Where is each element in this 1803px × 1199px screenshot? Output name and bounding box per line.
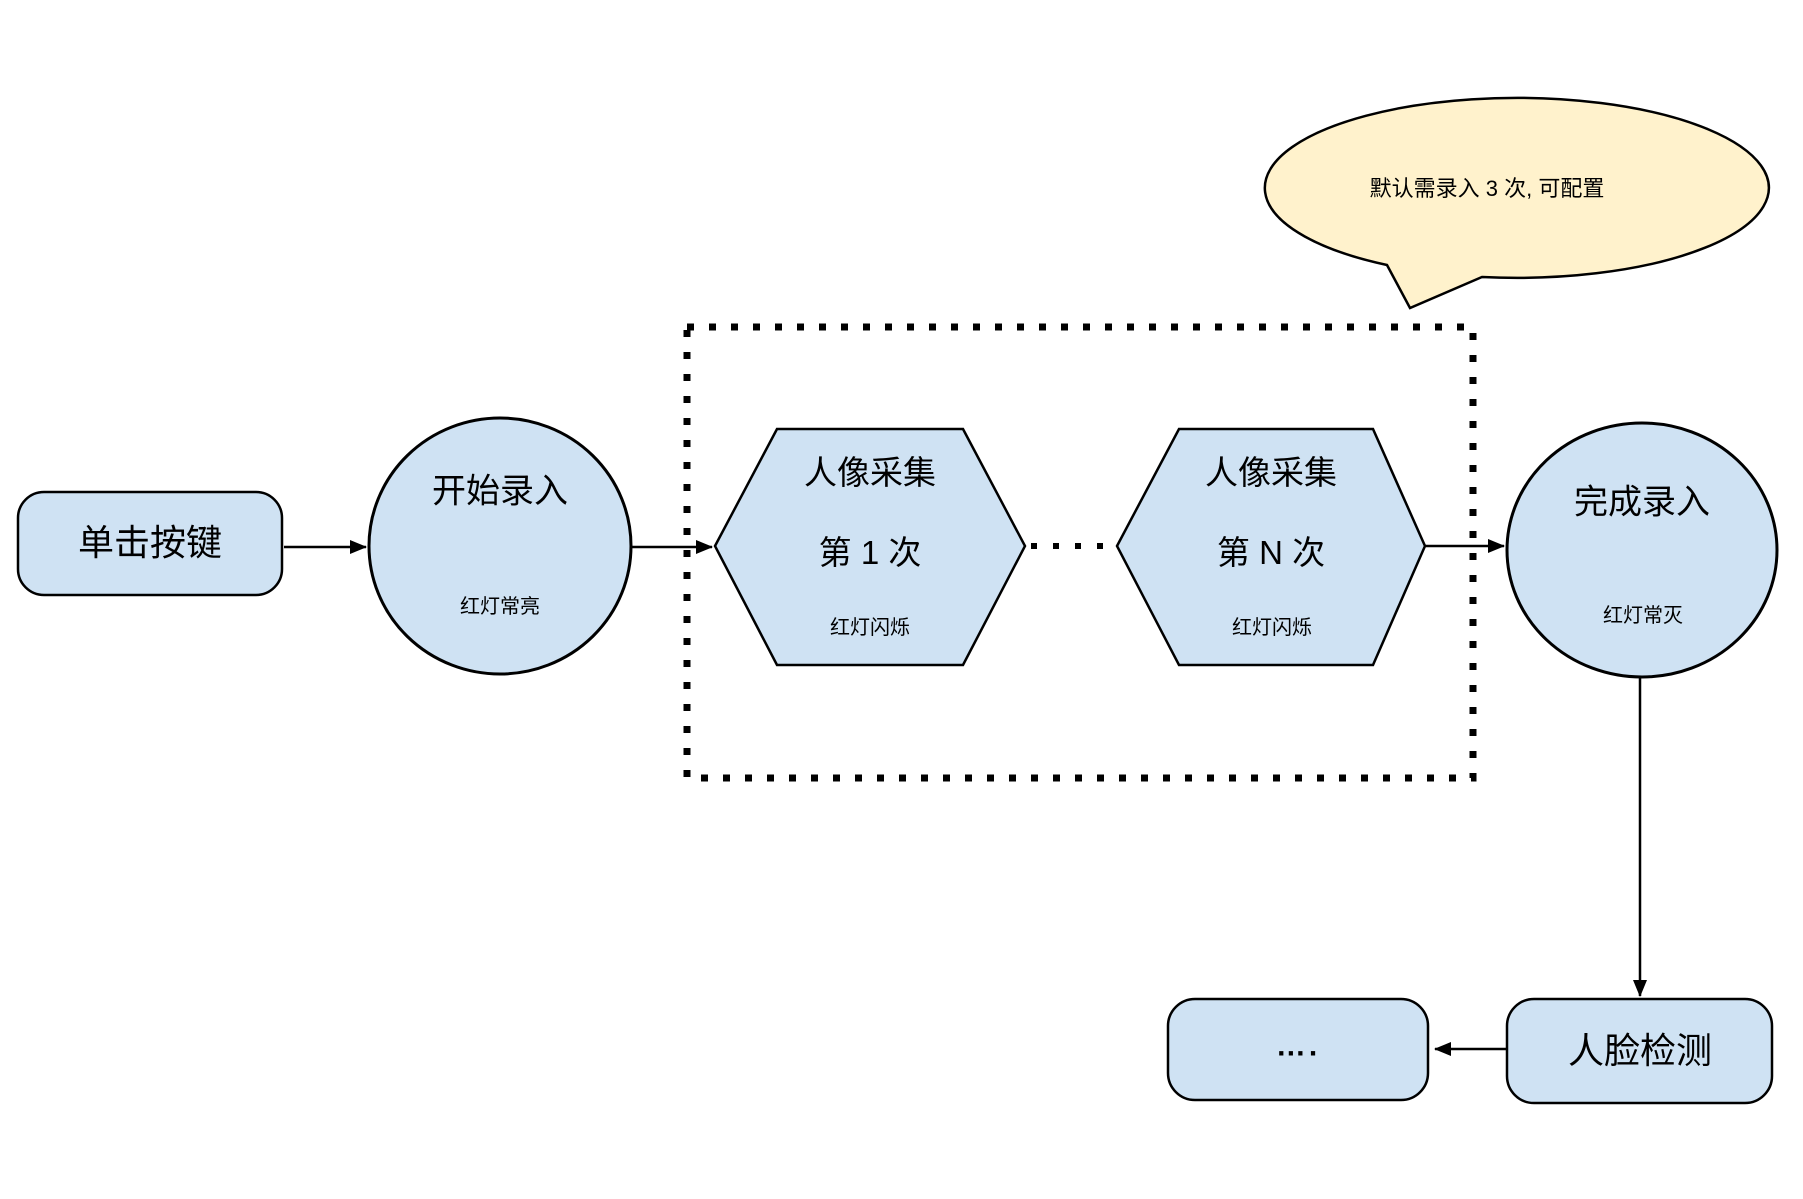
node-face-detect-shape xyxy=(1505,997,1774,1105)
start-enroll-status: 红灯常亮 xyxy=(460,596,540,618)
node-more-shape xyxy=(1166,997,1430,1102)
capture-n-status: 红灯闪烁 xyxy=(1232,617,1312,639)
node-start-enroll-shape xyxy=(367,416,633,676)
note-bubble-shape xyxy=(1263,96,1771,310)
node-click-button-shape xyxy=(16,490,284,597)
node-capture-1-shape xyxy=(713,427,1027,667)
node-finish-enroll-shape xyxy=(1505,421,1779,679)
face-detect-label: 人脸检测 xyxy=(1567,1030,1713,1072)
node-capture-n-shape xyxy=(1115,427,1427,667)
capture-1-title: 人像采集 xyxy=(804,453,936,491)
capture-n-title: 人像采集 xyxy=(1205,453,1337,491)
more-placeholder-label: …. xyxy=(1275,1029,1321,1063)
finish-enroll-status: 红灯常灭 xyxy=(1603,605,1683,627)
capture-n-count: 第 N 次 xyxy=(1216,533,1326,571)
capture-1-status: 红灯闪烁 xyxy=(830,617,910,639)
click-button-label: 单击按键 xyxy=(77,522,223,564)
note-bubble-text: 默认需录入 3 次, 可配置 xyxy=(1369,175,1605,201)
start-enroll-title: 开始录入 xyxy=(432,472,568,511)
capture-1-count: 第 1 次 xyxy=(818,533,922,571)
finish-enroll-title: 完成录入 xyxy=(1574,483,1710,522)
loop-dotted-frame xyxy=(683,323,1477,782)
